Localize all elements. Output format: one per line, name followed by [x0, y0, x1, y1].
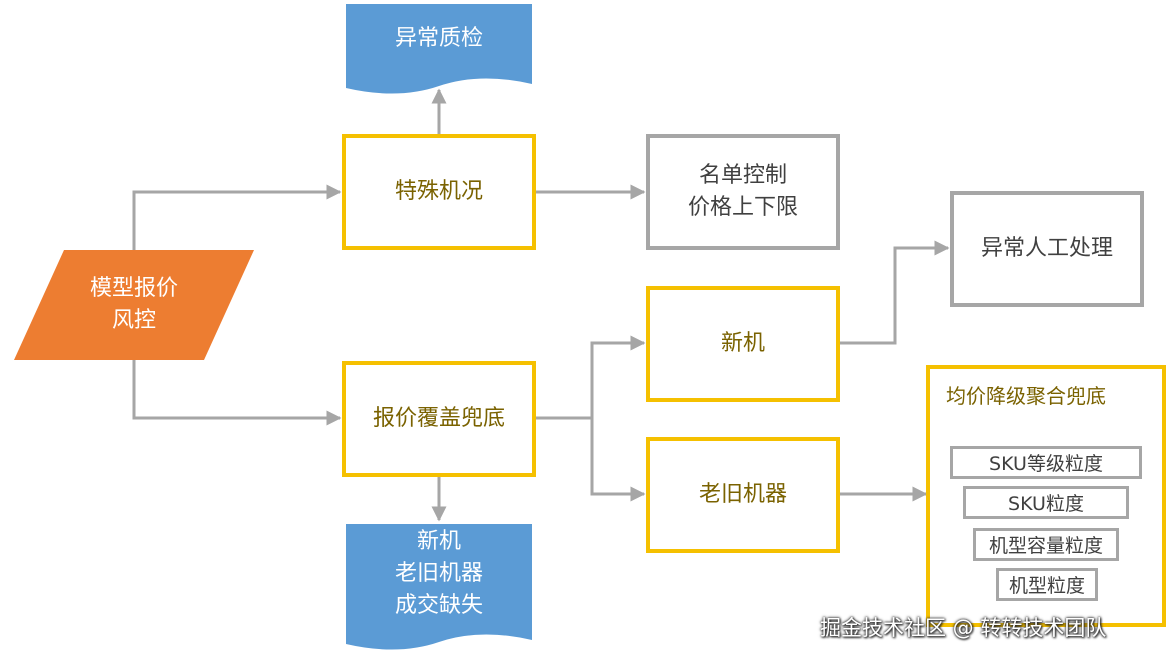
arrow-risk-to-fallback [132, 360, 342, 426]
arrow-fallback-to-new [590, 335, 646, 418]
missing-deals-label: 新机 老旧机器 成交缺失 [394, 529, 483, 618]
watermark: 掘金技术社区 @ 转转技术团队 [820, 616, 1107, 640]
new-device-node: 新机 [646, 286, 840, 402]
special-condition-label: 特殊机况 [394, 179, 483, 205]
granularity-sku-grade: SKU等级粒度 [950, 446, 1142, 479]
risk-control-label: 模型报价 风控 [89, 276, 178, 333]
new-device-label: 新机 [720, 331, 765, 357]
old-device-node: 老旧机器 [646, 437, 840, 553]
anomaly-qc-shape [346, 4, 532, 94]
old-device-label: 老旧机器 [698, 482, 787, 508]
quote-fallback-node: 报价覆盖兜底 [342, 361, 536, 477]
granularity-model-capacity: 机型容量粒度 [973, 528, 1119, 561]
manual-handling-node: 异常人工处理 [950, 191, 1144, 307]
list-control-node: 名单控制 价格上下限 [646, 134, 840, 250]
manual-handling-label: 异常人工处理 [980, 236, 1113, 262]
granularity-sku: SKU粒度 [963, 486, 1129, 519]
arrow-new-to-manual [838, 240, 950, 345]
aggregation-title: 均价降级聚合兜底 [946, 384, 1106, 408]
missing-deals-shape [346, 524, 532, 650]
anomaly-qc-label: 异常质检 [394, 26, 483, 52]
arrow-fallback-to-old [590, 418, 646, 502]
special-condition-node: 特殊机况 [342, 134, 536, 250]
arrow-risk-to-special [132, 184, 342, 250]
list-control-label: 名单控制 价格上下限 [687, 163, 798, 220]
risk-control-shape [14, 250, 254, 360]
granularity-model: 机型粒度 [996, 568, 1098, 601]
aggregation-fallback-node [926, 365, 1166, 627]
quote-fallback-label: 报价覆盖兜底 [372, 406, 505, 432]
